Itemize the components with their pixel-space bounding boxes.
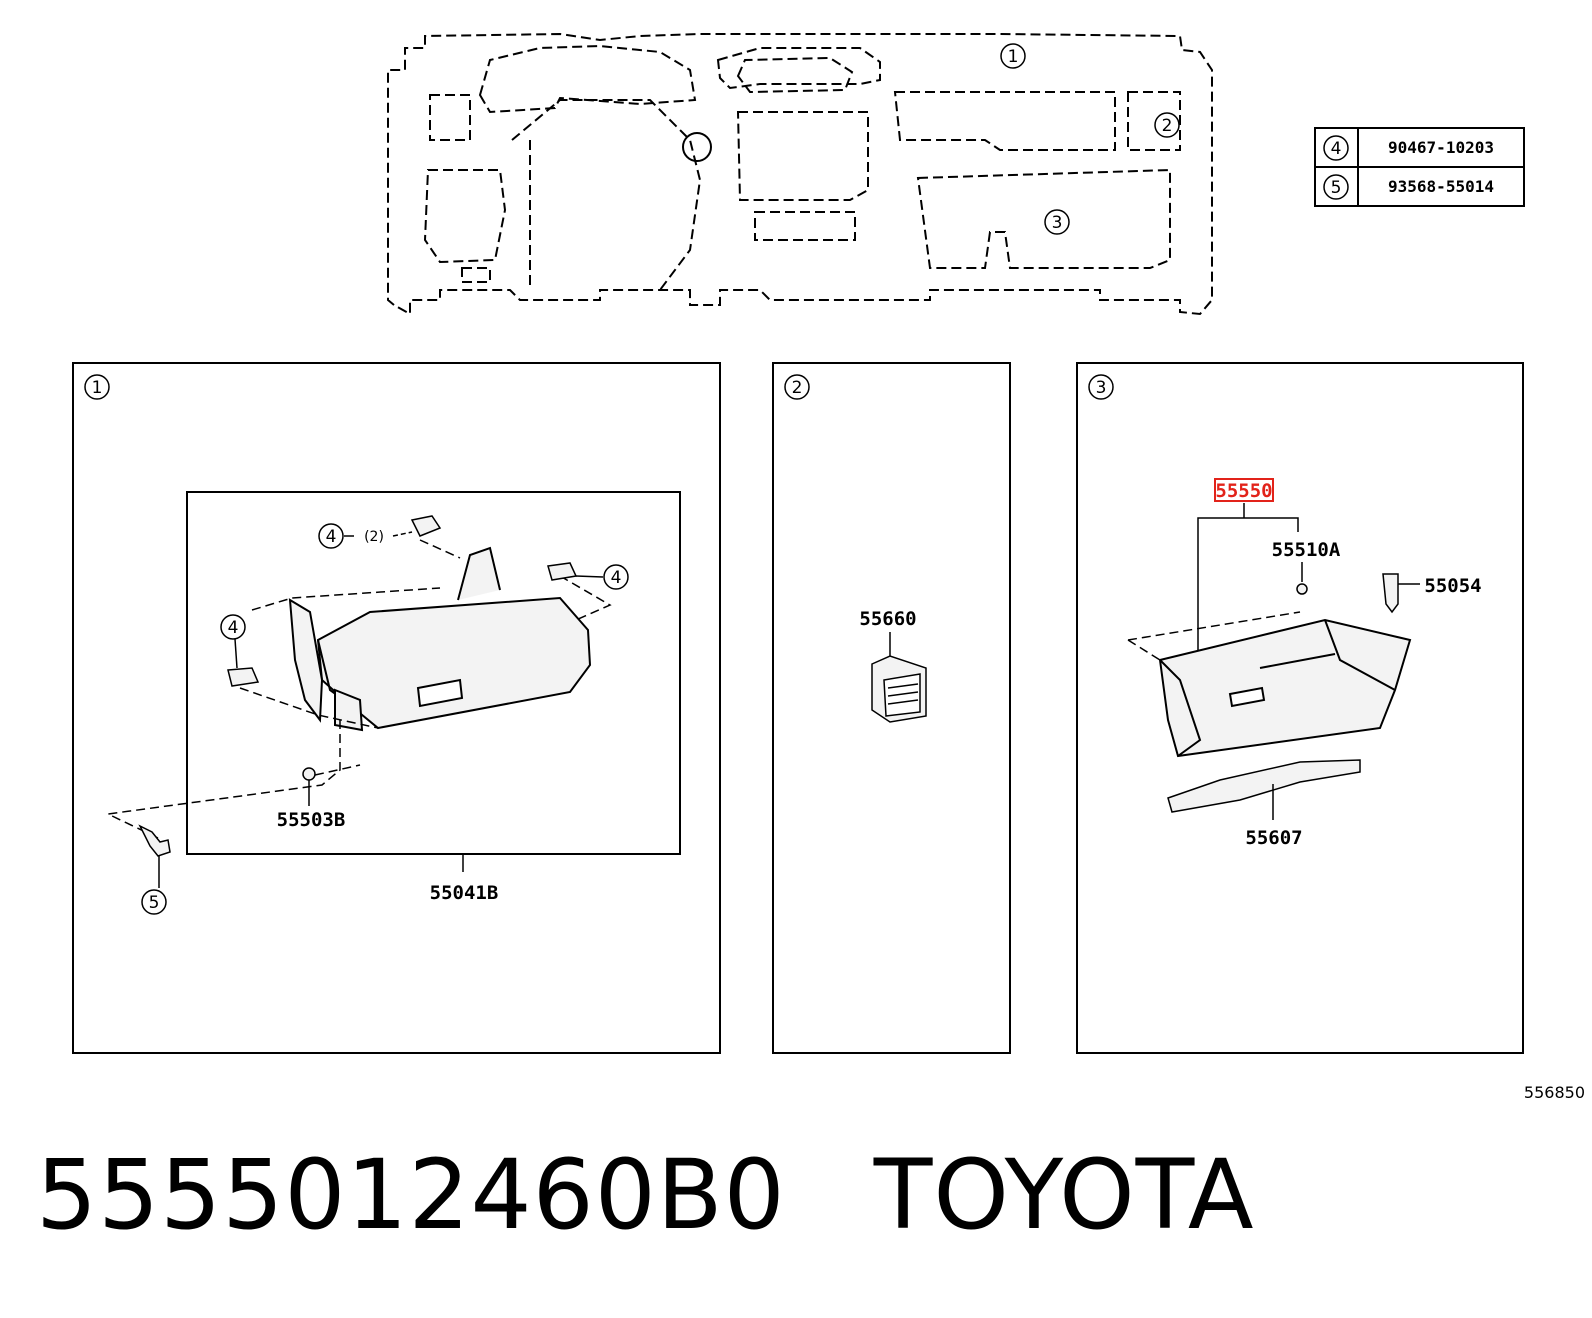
- callout-3-top: 3: [1044, 209, 1070, 235]
- clip-icon: [410, 515, 442, 537]
- callout-4: 4: [318, 523, 344, 549]
- glove-box-assembly-frame: [186, 491, 681, 855]
- figure-code: 556850: [1524, 1083, 1585, 1102]
- svg-text:2: 2: [1162, 116, 1173, 136]
- callout-1-top: 1: [1000, 43, 1026, 69]
- part-label-55510a: 55510A: [1272, 539, 1341, 561]
- damper-icon: [1296, 583, 1308, 595]
- dashboard-overview: [387, 32, 1213, 316]
- footer-title: 5555012460B0 TOYOTA: [36, 1140, 1254, 1250]
- clip-55503b-icon: [302, 767, 316, 781]
- parts-table-row: 5 93568-55014: [1323, 174, 1494, 200]
- screw-icon: [138, 824, 171, 857]
- part-label-55503b: 55503B: [277, 809, 346, 831]
- panel-3: 3 55550 55510A 55054 55607: [1076, 362, 1524, 1054]
- air-vent-drawing: [871, 655, 927, 723]
- part-label-55041b: 55041B: [430, 882, 499, 904]
- callout-4: 4: [220, 614, 246, 640]
- parts-table: 4 90467-10203 5 93568-55014: [1314, 127, 1525, 207]
- panel-3-callout: 3: [1096, 378, 1107, 398]
- svg-text:1: 1: [1008, 47, 1019, 67]
- quantity-note: (2): [364, 529, 384, 545]
- svg-text:3: 3: [1052, 213, 1063, 233]
- brand-name: TOYOTA: [873, 1139, 1255, 1251]
- cushion-icon: [1382, 573, 1399, 614]
- panel-2-callout: 2: [792, 378, 803, 398]
- highlight-box: [1214, 478, 1274, 502]
- part-label-55054: 55054: [1424, 575, 1481, 597]
- bracket-55607-drawing: [1167, 759, 1361, 813]
- assembly-leader-lines: [105, 539, 612, 839]
- glove-box-leader-lines: [1127, 611, 1301, 661]
- clip-icon: [547, 562, 578, 581]
- part-number: 5555012460B0: [36, 1139, 786, 1251]
- parts-table-part: 93568-55014: [1388, 177, 1494, 196]
- callout-2-top: 2: [1154, 112, 1180, 138]
- panel-1-callout: 1: [92, 378, 103, 398]
- glove-box-door-drawing: [288, 546, 592, 732]
- panel-1: 1 4 (2): [72, 362, 721, 1054]
- part-label-55550-highlighted: 55550: [1215, 480, 1272, 502]
- part-label-55660: 55660: [859, 608, 916, 630]
- panel-2: 2 55660: [772, 362, 1011, 1054]
- callout-5: 5: [141, 889, 167, 915]
- callout-4: 4: [603, 564, 629, 590]
- glove-box-drawing: [1158, 618, 1412, 758]
- svg-text:4: 4: [611, 568, 622, 588]
- svg-text:4: 4: [228, 618, 239, 638]
- svg-text:4: 4: [326, 527, 337, 547]
- svg-text:5: 5: [149, 893, 160, 913]
- parts-table-part: 90467-10203: [1388, 138, 1494, 157]
- clip-icon: [227, 667, 260, 687]
- parts-table-ref: 5: [1331, 178, 1342, 198]
- parts-table-ref: 4: [1331, 139, 1342, 159]
- parts-table-row: 4 90467-10203: [1323, 135, 1494, 161]
- part-label-55607: 55607: [1245, 827, 1302, 849]
